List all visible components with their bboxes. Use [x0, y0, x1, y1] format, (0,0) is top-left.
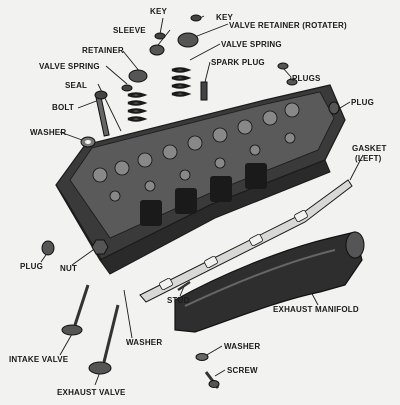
label-plug-left: PLUG [20, 262, 44, 271]
label-screw: SCREW [227, 366, 258, 375]
label-key-right: KEY [216, 13, 234, 22]
washer-part [195, 353, 209, 361]
label-gasket-line1: GASKET [352, 144, 387, 153]
gasket-left [139, 179, 353, 303]
label-gasket-line2: (LEFT) [355, 154, 382, 163]
valve-train-parts [121, 14, 340, 122]
label-washer-left: WASHER [30, 128, 67, 137]
label-washer-mid: WASHER [126, 338, 163, 347]
label-plugs: PLUGS [292, 74, 321, 83]
label-key-top: KEY [150, 7, 168, 16]
screw-part [204, 371, 220, 389]
label-plug-right: PLUG [351, 98, 375, 107]
label-valve-spring-right: VALVE SPRING [221, 40, 282, 49]
label-valve-spring-left: VALVE SPRING [39, 62, 100, 71]
label-sleeve: SLEEVE [113, 26, 146, 35]
label-retainer: RETAINER [82, 46, 124, 55]
label-exhaust-manifold: EXHAUST MANIFOLD [273, 305, 359, 314]
label-washer-bottom: WASHER [224, 342, 261, 351]
exhaust-manifold [174, 231, 365, 333]
label-intake-valve: INTAKE VALVE [9, 355, 69, 364]
intake-valve-part [61, 284, 90, 336]
stud-part [177, 280, 191, 292]
label-spark-plug: SPARK PLUG [211, 58, 265, 67]
nut-part [91, 239, 109, 255]
exhaust-valve-part [88, 304, 120, 375]
label-stud: STUD [167, 296, 190, 305]
label-nut: NUT [60, 264, 78, 273]
label-valve-retainer-rotater: VALVE RETAINER (ROTATER) [229, 21, 347, 30]
plug-part [41, 240, 55, 256]
bolt-washer [80, 90, 110, 148]
label-bolt: BOLT [52, 103, 74, 112]
label-seal: SEAL [65, 81, 88, 90]
label-exhaust-valve: EXHAUST VALVE [57, 388, 126, 397]
